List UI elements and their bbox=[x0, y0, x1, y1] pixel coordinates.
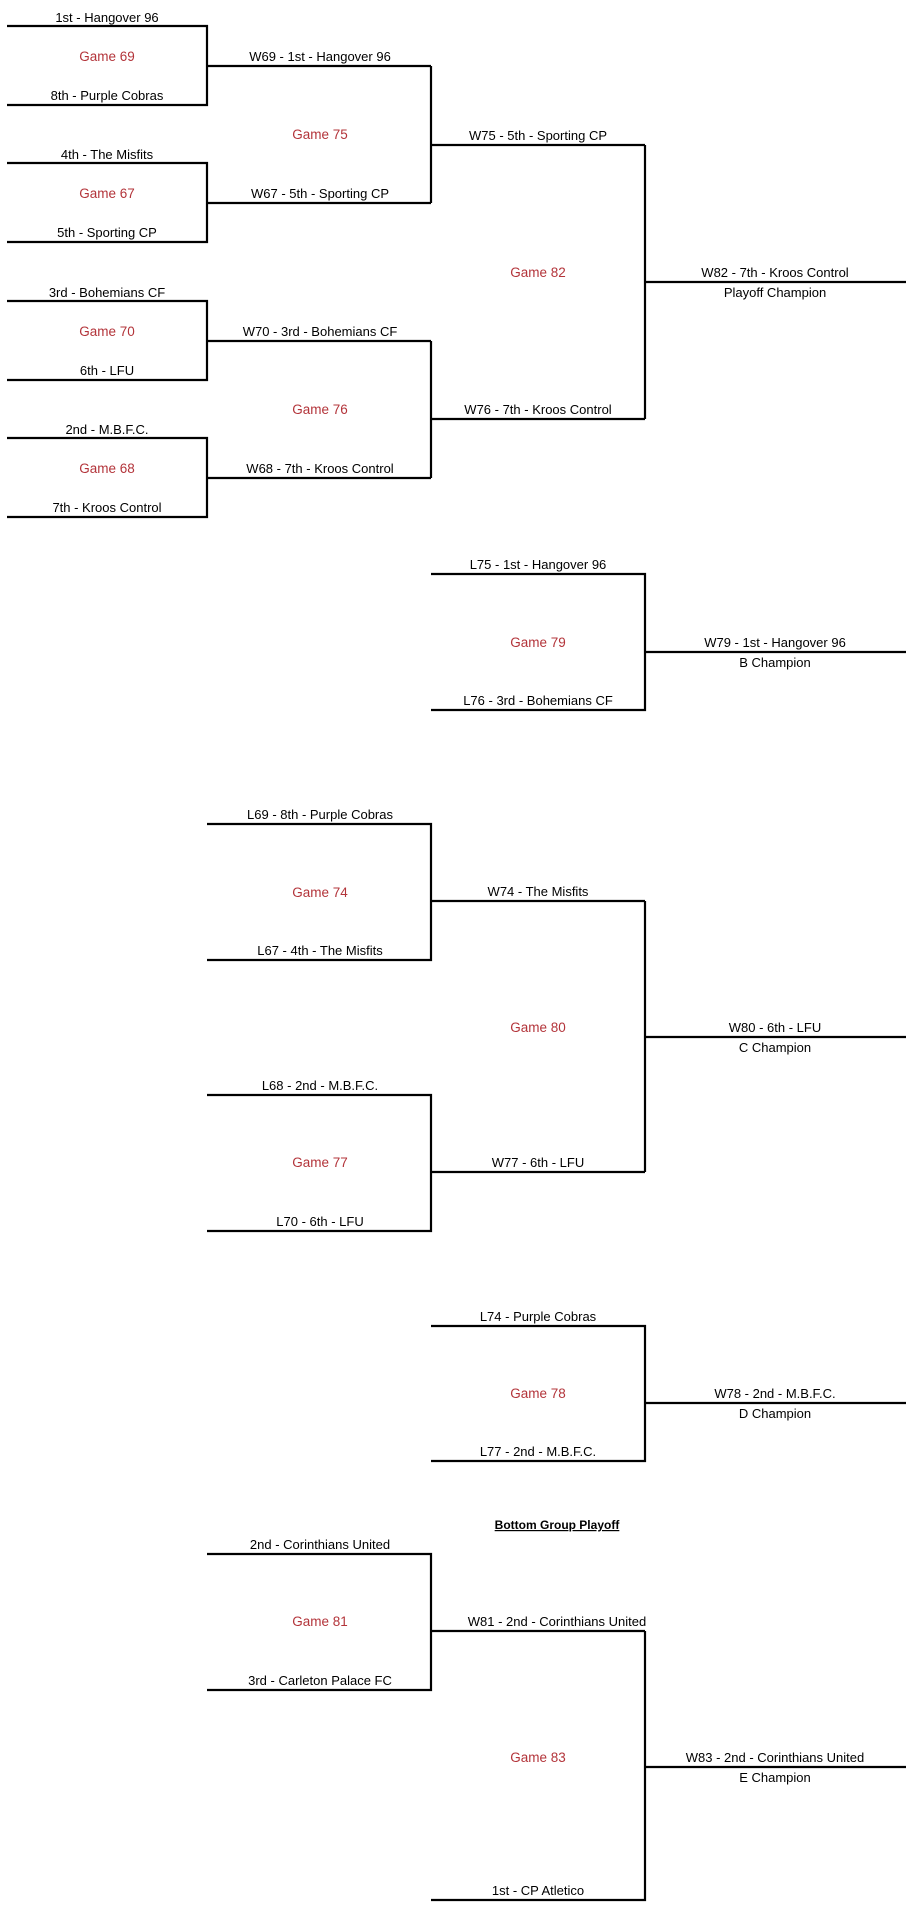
seed-8-label: 8th - Purple Cobras bbox=[51, 88, 164, 103]
game-78-bracket bbox=[431, 1324, 647, 1463]
bottom-group-title: Bottom Group Playoff bbox=[495, 1518, 621, 1532]
game-80-label: Game 80 bbox=[510, 1020, 566, 1035]
seed-4-label: 4th - The Misfits bbox=[61, 147, 154, 162]
game-79-label: Game 79 bbox=[510, 635, 566, 650]
seed-1-label: 1st - Hangover 96 bbox=[55, 10, 158, 25]
game-83-connector bbox=[431, 1631, 647, 1902]
w80-label: W80 - 6th - LFU bbox=[729, 1020, 821, 1035]
game-83-label: Game 83 bbox=[510, 1750, 566, 1765]
l76-label: L76 - 3rd - Bohemians CF bbox=[463, 693, 613, 708]
game-79-bracket bbox=[431, 572, 647, 712]
game-67-label: Game 67 bbox=[79, 186, 135, 201]
w70-label: W70 - 3rd - Bohemians CF bbox=[243, 324, 398, 339]
game-69-label: Game 69 bbox=[79, 49, 135, 64]
l74-label: L74 - Purple Cobras bbox=[480, 1309, 597, 1324]
w69-label: W69 - 1st - Hangover 96 bbox=[249, 49, 391, 64]
game-68-label: Game 68 bbox=[79, 461, 135, 476]
w81-label: W81 - 2nd - Corinthians United bbox=[468, 1614, 646, 1629]
game-77-bracket bbox=[207, 1093, 433, 1233]
l70-label: L70 - 6th - LFU bbox=[276, 1214, 363, 1229]
w79-label: W79 - 1st - Hangover 96 bbox=[704, 635, 846, 650]
w77-label: W77 - 6th - LFU bbox=[492, 1155, 584, 1170]
l75-label: L75 - 1st - Hangover 96 bbox=[470, 557, 607, 572]
bracket-labels: 1st - Hangover 96 Game 69 8th - Purple C… bbox=[49, 10, 864, 1898]
game-82-label: Game 82 bbox=[510, 265, 566, 280]
seed-2-label: 2nd - M.B.F.C. bbox=[65, 422, 148, 437]
seed-6-label: 6th - LFU bbox=[80, 363, 134, 378]
bottom-seed-2-label: 2nd - Corinthians United bbox=[250, 1537, 390, 1552]
w75-label: W75 - 5th - Sporting CP bbox=[469, 128, 607, 143]
bottom-seed-3-label: 3rd - Carleton Palace FC bbox=[248, 1673, 392, 1688]
w68-label: W68 - 7th - Kroos Control bbox=[246, 461, 393, 476]
d-champion-label: D Champion bbox=[739, 1406, 811, 1421]
game-77-label: Game 77 bbox=[292, 1155, 348, 1170]
w82-label: W82 - 7th - Kroos Control bbox=[701, 265, 848, 280]
game-81-label: Game 81 bbox=[292, 1614, 348, 1629]
l69-label: L69 - 8th - Purple Cobras bbox=[247, 807, 393, 822]
game-74-bracket bbox=[207, 822, 433, 962]
seed-5-label: 5th - Sporting CP bbox=[57, 225, 157, 240]
game-75-label: Game 75 bbox=[292, 127, 348, 142]
w76-label: W76 - 7th - Kroos Control bbox=[464, 402, 611, 417]
bottom-seed-1-label: 1st - CP Atletico bbox=[492, 1883, 584, 1898]
bracket-lines bbox=[7, 24, 906, 1902]
w78-label: W78 - 2nd - M.B.F.C. bbox=[714, 1386, 835, 1401]
b-champion-label: B Champion bbox=[739, 655, 811, 670]
w67-label: W67 - 5th - Sporting CP bbox=[251, 186, 389, 201]
game-74-label: Game 74 bbox=[292, 885, 348, 900]
seed-3-label: 3rd - Bohemians CF bbox=[49, 285, 165, 300]
c-champion-label: C Champion bbox=[739, 1040, 811, 1055]
game-81-bracket bbox=[207, 1552, 433, 1692]
w83-label: W83 - 2nd - Corinthians United bbox=[686, 1750, 864, 1765]
playoff-champion-label: Playoff Champion bbox=[724, 285, 826, 300]
game-70-label: Game 70 bbox=[79, 324, 135, 339]
w74-label: W74 - The Misfits bbox=[488, 884, 589, 899]
game-76-label: Game 76 bbox=[292, 402, 348, 417]
l67-label: L67 - 4th - The Misfits bbox=[257, 943, 383, 958]
game-78-label: Game 78 bbox=[510, 1386, 566, 1401]
l77-label: L77 - 2nd - M.B.F.C. bbox=[480, 1444, 596, 1459]
e-champion-label: E Champion bbox=[739, 1770, 811, 1785]
seed-7-label: 7th - Kroos Control bbox=[52, 500, 161, 515]
l68-label: L68 - 2nd - M.B.F.C. bbox=[262, 1078, 378, 1093]
